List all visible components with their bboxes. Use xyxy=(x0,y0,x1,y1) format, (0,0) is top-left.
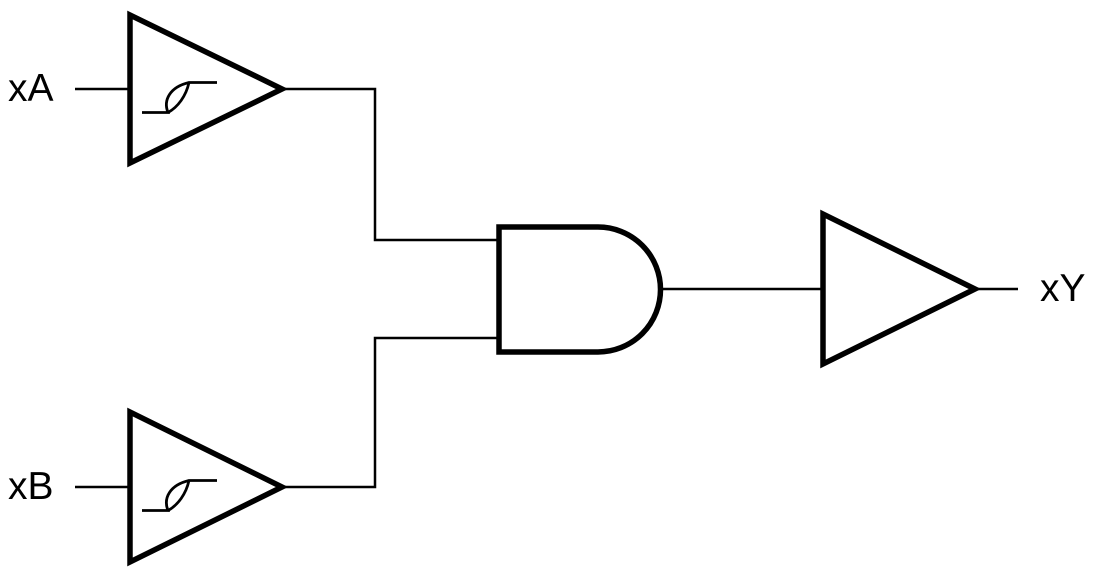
wire-buffer-a-to-and xyxy=(280,87,498,242)
wire-buffer-b-to-and xyxy=(280,336,498,489)
hysteresis-icon-a xyxy=(142,81,217,114)
output-label-xy: xY xyxy=(1040,267,1086,310)
input-label-xb: xB xyxy=(8,465,54,508)
output-buffer xyxy=(820,209,982,369)
and-gate xyxy=(496,224,664,355)
schmitt-buffer-b xyxy=(127,407,289,567)
hysteresis-icon-b xyxy=(142,479,217,512)
schmitt-buffer-a xyxy=(127,10,289,168)
input-label-xa: xA xyxy=(8,67,54,110)
